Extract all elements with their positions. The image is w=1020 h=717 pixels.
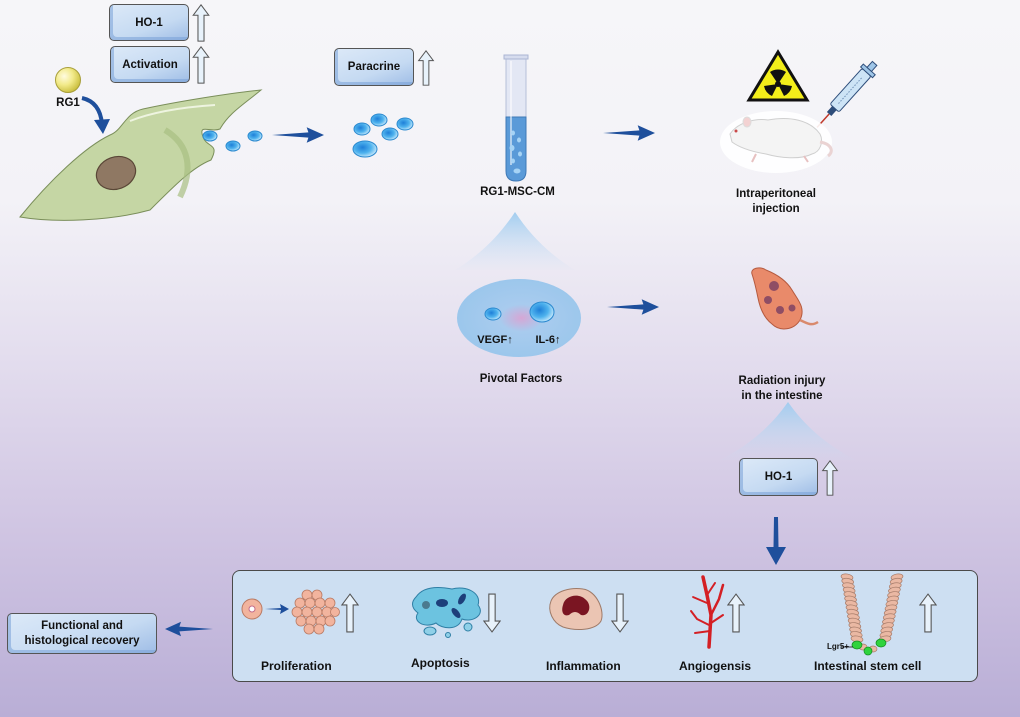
lgr5-label: Lgr5+ [827, 642, 850, 651]
intestine-label-line1: Radiation injury [738, 375, 826, 387]
paracrine-box: Paracrine [334, 48, 414, 86]
pivotal-factors-caption: Pivotal Factors [479, 373, 563, 385]
proliferation-icon [241, 589, 340, 635]
injection-label-line1: Intraperitoneal [736, 188, 816, 200]
crypt-cell [875, 638, 887, 648]
apoptosis-icon [412, 586, 481, 638]
il6-label: IL-6↑ [535, 334, 561, 346]
intestine-label-line2: in the intestine [741, 389, 823, 402]
up-arrow-icon [821, 460, 839, 496]
tube-label: RG1-MSC-CM [480, 186, 555, 198]
injection-label-line2: injection [752, 202, 800, 215]
vesicles-icon [202, 130, 263, 152]
radiation-hazard-icon [746, 49, 810, 102]
syringe-icon [809, 60, 878, 137]
expansion-cone [720, 402, 856, 460]
activation-box: Activation [110, 46, 190, 83]
expansion-cone [455, 212, 575, 270]
right-arrow-icon [272, 126, 324, 144]
up-arrow-icon [727, 593, 745, 633]
angiogenesis-label: Angiogensis [679, 659, 752, 673]
curved-arrow-icon [81, 96, 110, 134]
up-arrow-icon [341, 593, 359, 633]
up-arrow-icon [192, 46, 210, 84]
rat-illustration [720, 111, 833, 173]
angiogenesis-icon [690, 575, 725, 649]
inflammation-label: Inflammation [546, 659, 621, 673]
recovery-box: Functional and histological recovery [7, 613, 157, 654]
ho1-box-bottom: HO-1 [739, 458, 818, 496]
right-arrow-icon [603, 124, 655, 142]
intestinal-crypt-icon [840, 573, 904, 656]
right-arrow-icon [607, 298, 659, 316]
proliferation-label: Proliferation [261, 659, 332, 673]
vegf-label: VEGF↑ [477, 334, 513, 346]
injection-label: Intraperitoneal injection [720, 187, 832, 217]
ho1-box-top: HO-1 [109, 4, 189, 41]
rg1-molecule-icon [55, 67, 81, 93]
activation-label: Activation [122, 58, 178, 71]
ho1-bottom-label: HO-1 [764, 471, 793, 483]
ho1-label: HO-1 [135, 16, 163, 29]
stem-cell-illustration [19, 89, 263, 221]
intestine-illustration [751, 267, 819, 330]
crypt-cell [863, 646, 873, 656]
left-arrow-icon [165, 621, 213, 637]
pivotal-factors-ellipse [457, 279, 581, 357]
paracrine-vesicles-icon [352, 113, 414, 158]
down-arrow-icon [766, 517, 786, 565]
down-arrow-icon [611, 593, 629, 633]
up-arrow-icon [919, 593, 937, 633]
apoptosis-label: Apoptosis [411, 656, 470, 670]
down-arrow-icon [483, 593, 501, 633]
up-arrow-icon [192, 4, 210, 42]
recovery-label-line2: histological recovery [24, 634, 140, 647]
intestinal-stem-cell-label: Intestinal stem cell [814, 659, 922, 673]
crypt-cell [851, 640, 863, 650]
rg1-label: RG1 [56, 97, 80, 109]
intestine-label: Radiation injury in the intestine [724, 374, 840, 404]
paracrine-label: Paracrine [347, 61, 401, 73]
inflammation-icon [549, 588, 603, 630]
up-arrow-icon [417, 50, 435, 86]
recovery-label-line1: Functional and [41, 620, 123, 633]
test-tube-icon [503, 54, 529, 182]
outcomes-panel: Proliferation Apoptosis Inflammation Ang… [232, 570, 978, 682]
